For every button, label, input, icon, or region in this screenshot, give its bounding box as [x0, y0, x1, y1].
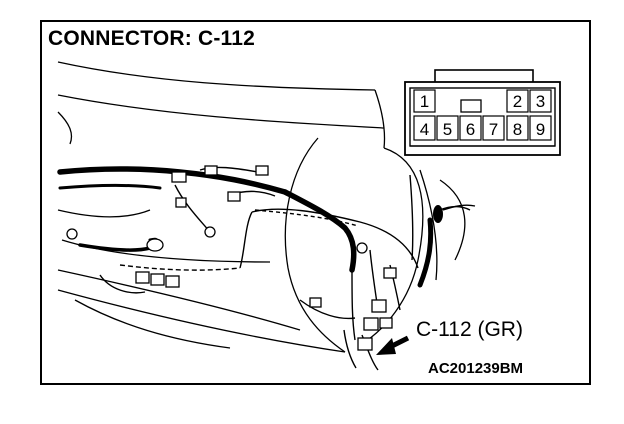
connector-face-view: 1 2 3 4 5 6 7 8 9: [404, 69, 561, 156]
connector-pin-7: [482, 115, 505, 141]
pin-label-3: 3: [536, 92, 545, 111]
pin-label-1: 1: [420, 92, 429, 111]
diagram-frame: [40, 20, 591, 385]
pin-label-6: 6: [466, 120, 475, 139]
thin-wires: [99, 166, 471, 371]
body-panel-outline: [57, 61, 466, 353]
pin-label-4: 4: [420, 120, 429, 139]
connector-pin-3: [529, 89, 552, 113]
connector-pin-8: [506, 115, 529, 141]
pin-label-8: 8: [513, 120, 522, 139]
pin-label-9: 9: [536, 120, 545, 139]
grommet: [433, 204, 476, 223]
pin-label-7: 7: [489, 120, 498, 139]
connector-pin-2: [506, 89, 529, 113]
callout-arrow: [376, 335, 410, 355]
connector-lock-tab: [460, 99, 482, 113]
connector-pin-6: [459, 115, 482, 141]
connector-pin-4: [413, 115, 436, 141]
harness-connectors: [66, 165, 397, 351]
figure-code: AC201239BM: [428, 360, 524, 377]
connector-pin-1: [413, 89, 436, 113]
connector-pin-5: [436, 115, 459, 141]
connector-callout-label: C-112 (GR): [416, 318, 523, 341]
diagram-title: CONNECTOR: C-112: [48, 27, 256, 50]
connector-pin-9: [529, 115, 552, 141]
pin-label-2: 2: [513, 92, 522, 111]
pin-label-5: 5: [443, 120, 452, 139]
